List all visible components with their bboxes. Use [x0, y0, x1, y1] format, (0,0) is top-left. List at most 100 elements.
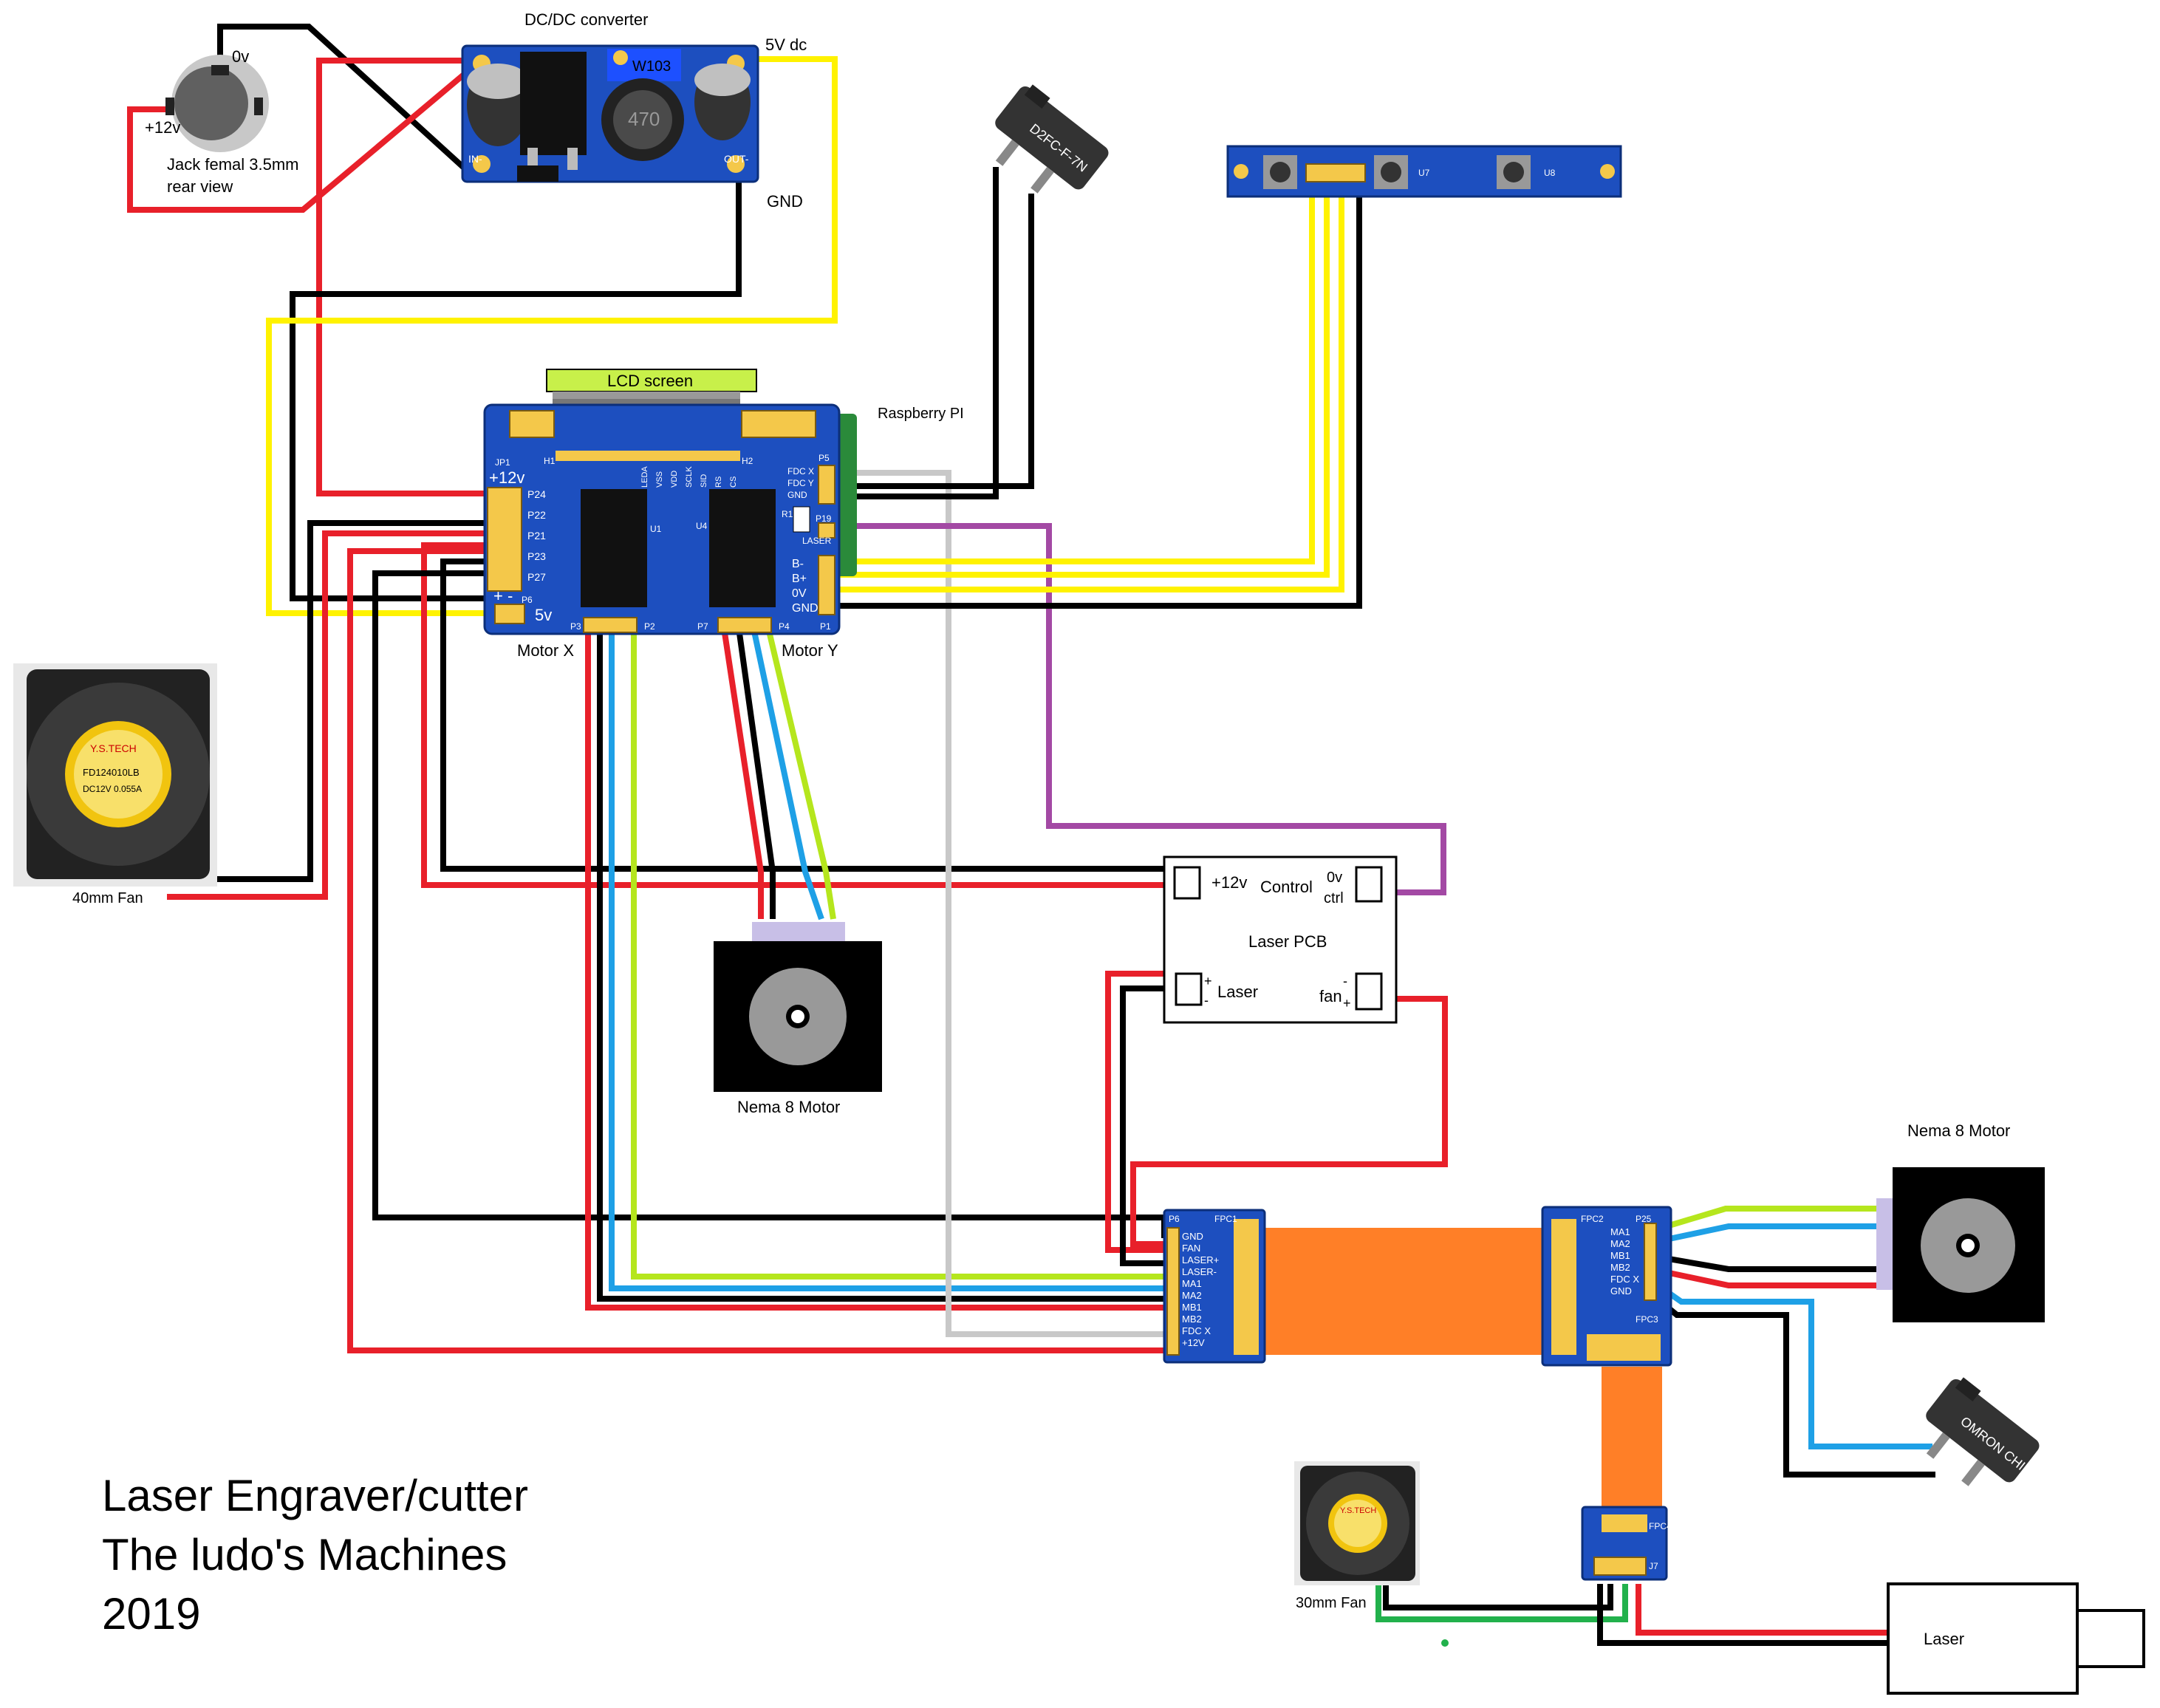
wire-sw2-blue: [1650, 1278, 1932, 1449]
hat-h1: H1: [544, 456, 556, 466]
jack-label-2: rear view: [167, 177, 233, 196]
hat-u4: U4: [696, 521, 708, 531]
btnbar-u8: U8: [1544, 168, 1556, 178]
wire-my-red: [721, 627, 764, 919]
wire-switch1-a: [835, 194, 1034, 489]
dcdc-out-minus: OUT-: [724, 153, 749, 165]
hat-p7: P7: [697, 621, 708, 632]
lpcb-control: Control: [1260, 878, 1313, 896]
wire-my-blue: [751, 627, 824, 920]
hat-lcd-vss: VSS: [655, 471, 664, 488]
wire-fan40-black: [167, 520, 491, 882]
hat-lcd-pins: LEDA VSS VDD SCLK SID RS CS: [640, 466, 738, 488]
nema8-motor-2: Nema 8 Motor: [1876, 1121, 2045, 1322]
hat-pin-p23: P23: [527, 550, 546, 562]
wire-m2-black: [1651, 1253, 1882, 1272]
hat-p4: P4: [779, 621, 790, 632]
wire-fan40-red: [167, 530, 491, 900]
wire-m2-green: [1650, 1206, 1882, 1234]
wire-laserpcb-black: [440, 558, 1173, 872]
ribbon-cable-down: [1602, 1367, 1662, 1514]
wire-btn-yellow1: [830, 177, 1315, 564]
svg-text:470: 470: [628, 108, 660, 130]
wires: [127, 24, 1935, 1646]
title-line-1: Laser Engraver/cutter: [102, 1471, 528, 1520]
hat-h2: H2: [742, 456, 753, 466]
nema8-motor-1: Nema 8 Motor: [714, 922, 882, 1116]
dcdc-converter: DC/DC converter W103 470 IN- OUT- 5V dc …: [461, 10, 807, 211]
wire-dcdc-gnd: [290, 160, 742, 601]
wire-fan30-green: [1375, 1584, 1628, 1622]
wire-m2-red: [1651, 1266, 1882, 1288]
lpcb-ctrl: ctrl: [1324, 890, 1344, 906]
fan40-brand: Y.S.TECH: [90, 742, 137, 754]
wire-switch1-b: [835, 167, 999, 499]
fpc-left-pin-3: LASER-: [1182, 1266, 1217, 1277]
svg-text:+: +: [1204, 974, 1212, 988]
fpc-left-p6: P6: [1169, 1214, 1180, 1224]
hat-pin-0v: 0V: [792, 587, 807, 600]
fpc-left-pin-8: FDC X: [1182, 1325, 1211, 1336]
fpc-small-code-1: J7: [1649, 1561, 1658, 1571]
fpc-board-right: FPC2 P25 FPC3 MA1 MA2 MB1 MB2 FDC X GND: [1541, 1206, 1672, 1367]
hat-p19: P19: [816, 513, 832, 524]
lpcb-0v: 0v: [1327, 870, 1342, 886]
svg-text:-: -: [1343, 974, 1347, 988]
fpc-right-pin-3: MB2: [1610, 1262, 1630, 1273]
dcdc-gnd-label: GND: [767, 192, 803, 211]
hat-left-pins: +12v P24 P22 P21 P23 P27 + - P6 5v: [487, 468, 552, 624]
hat-pin-bplus: B+: [792, 573, 807, 585]
wire-12v-hat: [316, 58, 488, 496]
hat-pin-fdcx: FDC X: [787, 466, 814, 476]
fpc-left-pin-0: GND: [1182, 1231, 1203, 1242]
dcdc-title: DC/DC converter: [524, 10, 648, 29]
jack-label-1: Jack femal 3.5mm: [167, 155, 299, 174]
fpc-left-pin-7: MB2: [1182, 1314, 1202, 1325]
fan-30mm: Y.S.TECH 30mm Fan: [1294, 1461, 1420, 1611]
wire-btn-yellow2: [830, 177, 1330, 578]
fan40-model: FD124010LB: [83, 767, 140, 778]
wire-my-black: [736, 627, 776, 919]
hat-pin-p22: P22: [527, 509, 546, 521]
fpc-left-pin-2: LASER+: [1182, 1254, 1219, 1265]
hat-p1: P1: [820, 621, 831, 632]
motor-x-label: Motor X: [517, 641, 574, 660]
hat-jp1: JP1: [495, 457, 510, 468]
hat-pin-bminus: B-: [792, 558, 804, 570]
svg-text:W103: W103: [632, 58, 671, 75]
wire-fan30-black: [1383, 1584, 1613, 1610]
jack-0v-label: 0v: [232, 47, 249, 66]
fpc-right-pin-5: GND: [1610, 1285, 1632, 1297]
hat-lcd-sclk: SCLK: [685, 466, 694, 488]
jack-12v-label: +12v: [145, 118, 180, 137]
hat-pin-12v: +12v: [489, 468, 524, 487]
jack-3.5mm: 0v +12v Jack femal 3.5mm rear view: [145, 47, 299, 196]
hat-lcd-rs: RS: [714, 476, 723, 488]
fpc-left-pin-5: MA2: [1182, 1290, 1202, 1301]
wire-btn-black: [830, 177, 1362, 609]
nema2-label: Nema 8 Motor: [1907, 1121, 2010, 1140]
wire-jack-12v: [127, 59, 481, 213]
hat-lcd-leda: LEDA: [640, 466, 649, 488]
hat-pin-fdcy: FDC Y: [787, 478, 814, 488]
hat-p5: P5: [818, 453, 830, 463]
hat-pin-p27: P27: [527, 571, 546, 583]
fpc-right-pin-0: MA1: [1610, 1226, 1630, 1237]
fan40-label: 40mm Fan: [72, 890, 143, 906]
wire-mx-green: [631, 628, 1175, 1280]
laser-module: Laser: [1887, 1582, 2145, 1695]
lpcb-12v: +12v: [1211, 873, 1247, 892]
laser-pcb: +12v Control 0v ctrl Laser PCB + - Laser…: [1163, 855, 1398, 1024]
wire-laserpcb-red: [421, 542, 1173, 888]
hat-r1: R1: [782, 509, 793, 519]
lpcb-laser: Laser: [1217, 983, 1258, 1001]
lcd-label: LCD screen: [607, 372, 693, 390]
dcdc-5v-label: 5V dc: [765, 35, 807, 54]
fpc-small-code-0: FPC4: [1649, 1521, 1672, 1531]
wire-btn-yellow3: [830, 177, 1344, 592]
fpc-right-code-0: P25: [1636, 1214, 1652, 1224]
wire-fan-red: [1130, 996, 1448, 1247]
fpc-right-code-1: FPC2: [1581, 1214, 1604, 1224]
fan-40mm: Y.S.TECH FD124010LB DC12V 0.055A 40mm Fa…: [13, 663, 217, 906]
hat-right-pins: P5 FDC X FDC Y GND R1 P19 LASER B- B+ 0V…: [782, 453, 835, 632]
